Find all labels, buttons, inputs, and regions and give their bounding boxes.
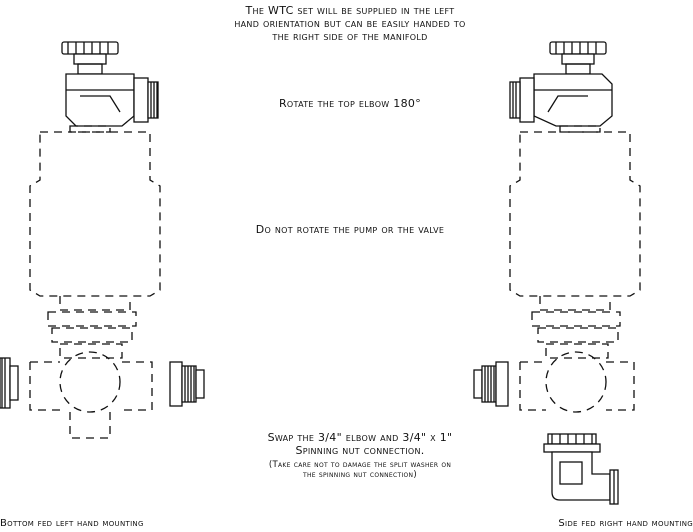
right-pump-outline <box>509 125 641 413</box>
orientation-note: The WTC set will be supplied in the left… <box>150 4 550 44</box>
right-spinning-nut <box>473 361 509 407</box>
orientation-note-line-2: hand orientation but can be easily hande… <box>234 17 466 31</box>
orientation-note-line-1: The WTC set will be supplied in the left <box>245 4 455 17</box>
rotate-elbow-note: Rotate the top elbow 180° <box>278 97 421 110</box>
swap-note-line-1: Swap the 3/4" elbow and 3/4" x 1" <box>267 431 453 444</box>
left-pump-outline <box>29 125 161 439</box>
care-note-line-1: (Take care not to damage the split washe… <box>268 460 452 470</box>
orientation-note-line-3: the right side of the manifold <box>272 30 428 44</box>
swap-note-line-2: Spinning nut connection. <box>295 444 425 458</box>
left-caption: Bottom fed left hand mounting <box>0 518 144 529</box>
right-caption: Side fed right hand mounting <box>558 518 693 529</box>
right-top-elbow <box>509 73 613 127</box>
right-bottom-elbow <box>543 433 619 505</box>
right-assembly <box>473 41 641 505</box>
left-spinning-nut <box>169 361 205 407</box>
left-valve-handle <box>61 41 119 75</box>
swap-note: Swap the 3/4" elbow and 3/4" x 1" Spinni… <box>200 431 520 457</box>
left-side-connector <box>0 357 19 409</box>
care-note-line-2: the spinning nut connection) <box>303 470 417 481</box>
do-not-rotate-note: Do not rotate the pump or the valve <box>255 223 445 236</box>
left-top-elbow <box>65 73 159 127</box>
right-valve-handle <box>549 41 607 75</box>
care-note: (Take care not to damage the split washe… <box>200 460 520 480</box>
left-assembly <box>0 41 205 439</box>
